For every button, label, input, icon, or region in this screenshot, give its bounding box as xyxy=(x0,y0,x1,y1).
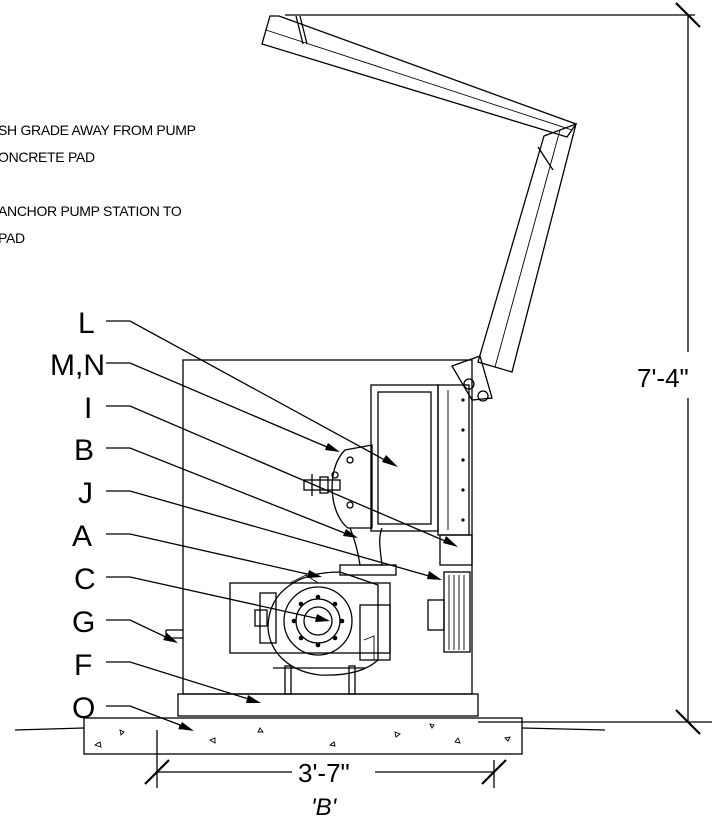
general-notes: SH GRADE AWAY FROM PUMP ONCRETE PAD ANCH… xyxy=(0,122,196,246)
discharge-assembly xyxy=(303,444,397,576)
leader-lines xyxy=(106,320,458,731)
width-dimension-label: 3'-7" xyxy=(298,758,350,788)
callout-label-mn: M,N xyxy=(50,349,105,382)
callout-label-l: L xyxy=(78,307,95,340)
pump-and-motor xyxy=(229,571,471,695)
leader-mn xyxy=(106,362,335,451)
callout-label-f: F xyxy=(74,649,92,682)
leader-g xyxy=(106,619,173,641)
leader-c xyxy=(106,576,325,621)
arrowhead-j xyxy=(427,571,442,580)
arrowhead-f xyxy=(246,695,261,703)
arrowhead-o xyxy=(179,722,194,731)
leader-b xyxy=(106,447,353,537)
callout-labels: L M,N I B J A C G F O xyxy=(50,307,105,725)
callout-label-o: O xyxy=(72,692,95,725)
control-panel xyxy=(370,384,473,566)
leader-l xyxy=(106,320,393,465)
arrowhead-g xyxy=(163,633,178,643)
height-dimension-label: 7'-4" xyxy=(637,363,689,393)
callout-label-b: B xyxy=(74,434,94,467)
note-line-4: PAD xyxy=(0,230,25,246)
canopy-arm xyxy=(261,15,578,402)
callout-label-i: I xyxy=(84,392,92,425)
base-and-pad xyxy=(14,693,606,755)
leader-o xyxy=(106,705,189,729)
width-dimension: 3'-7" xyxy=(144,730,507,788)
callout-label-c: C xyxy=(74,563,96,596)
note-line-1: SH GRADE AWAY FROM PUMP xyxy=(0,122,196,138)
view-label: 'B' xyxy=(311,794,338,821)
arrowhead-i xyxy=(443,536,458,547)
leader-j xyxy=(106,490,437,579)
height-dimension: 7'-4" xyxy=(285,2,712,735)
arrowhead-b xyxy=(343,529,358,538)
note-line-3: ANCHOR PUMP STATION TO xyxy=(0,203,182,219)
arrowhead-mn xyxy=(325,443,340,452)
callout-label-j: J xyxy=(78,477,93,510)
arrowhead-l xyxy=(382,455,398,467)
leader-i xyxy=(106,405,453,545)
callout-label-g: G xyxy=(72,606,95,639)
leader-a xyxy=(106,533,317,577)
note-line-2: ONCRETE PAD xyxy=(0,149,95,165)
leader-f xyxy=(106,661,256,702)
arrowhead-a xyxy=(307,570,322,578)
arrowhead-c xyxy=(315,614,330,622)
callout-label-a: A xyxy=(72,520,92,553)
